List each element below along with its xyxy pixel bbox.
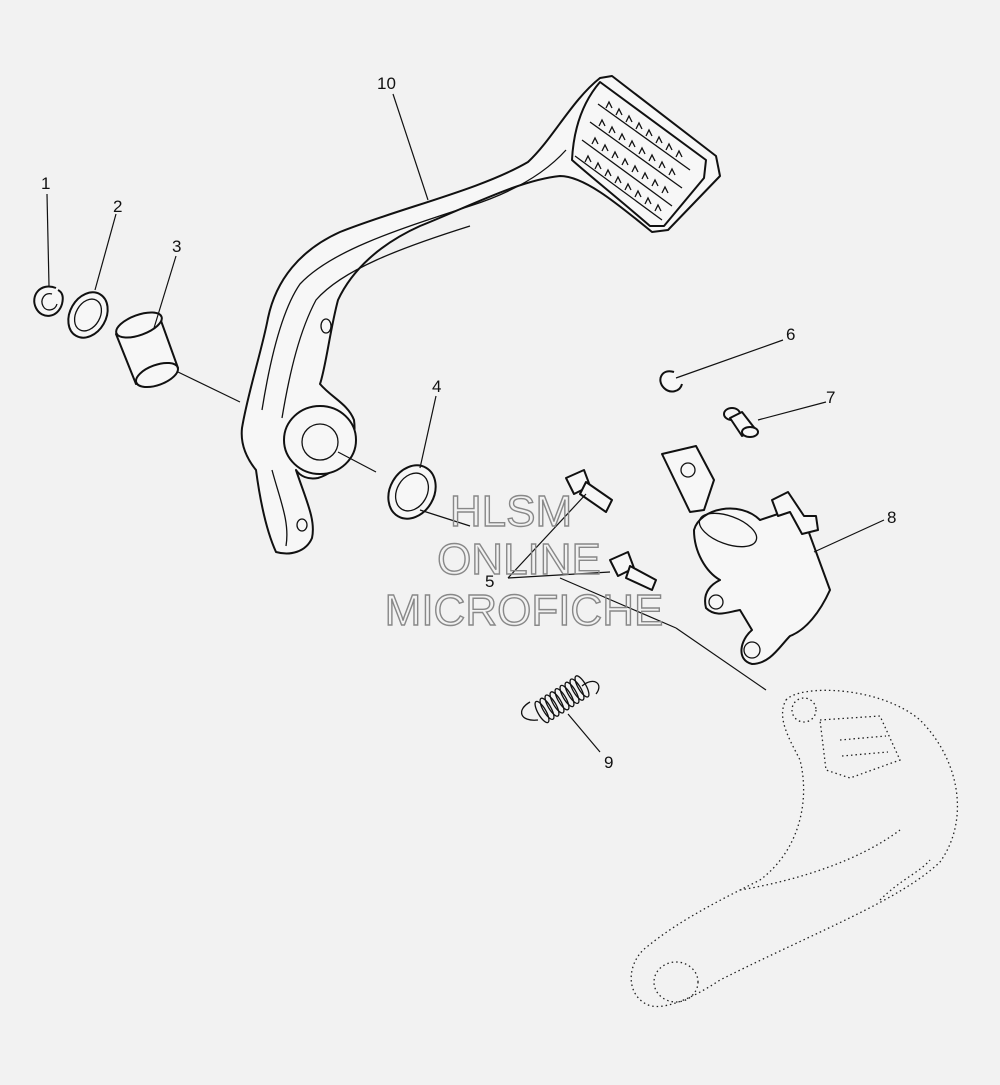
e-clip-part-6[interactable]: [659, 370, 683, 393]
pad-tooth: [598, 118, 606, 127]
callout-3: 3: [172, 237, 181, 256]
pad-tooth: [638, 146, 646, 155]
spring-coil: [569, 678, 585, 701]
pad-tooth: [608, 125, 616, 134]
pad-tooth: [658, 160, 666, 169]
pad-tooth: [668, 167, 676, 176]
pad-tooth: [665, 142, 673, 151]
washer-part-2[interactable]: [60, 285, 115, 345]
pad-tooth: [604, 168, 612, 177]
callout-7: 7: [826, 388, 835, 407]
pad-tooth: [625, 114, 633, 123]
spring-coil: [544, 694, 560, 717]
watermark: HLSM ONLINE MICROFICHE: [384, 486, 664, 635]
callout-9: 9: [604, 753, 613, 772]
pad-tooth: [628, 139, 636, 148]
pad-tooth: [651, 178, 659, 187]
bushing-part-3[interactable]: [113, 307, 181, 392]
pad-tooth: [614, 175, 622, 184]
callout-6: 6: [786, 325, 795, 344]
pad-tooth: [601, 143, 609, 152]
pad-tooth: [644, 196, 652, 205]
pad-tooth: [645, 128, 653, 137]
watermark-line-3: MICROFICHE: [385, 586, 664, 635]
clevis-pin-part-7[interactable]: [723, 407, 759, 438]
callout-5: 5: [485, 572, 494, 591]
pad-tooth: [648, 153, 656, 162]
pad-tooth: [618, 132, 626, 141]
pad-tooth: [655, 135, 663, 144]
circlip-part-1[interactable]: [33, 285, 64, 317]
pad-tooth: [594, 161, 602, 170]
pad-tooth: [661, 185, 669, 194]
washer-part-4[interactable]: [379, 457, 445, 527]
spring-coil: [549, 691, 565, 714]
watermark-line-1: HLSM: [450, 487, 572, 536]
pad-tooth: [641, 171, 649, 180]
return-spring-part-9[interactable]: [520, 674, 600, 724]
pad-tooth: [605, 100, 613, 109]
spring-coil: [564, 681, 580, 705]
spring-coil: [574, 675, 590, 698]
master-cylinder-part-8[interactable]: [661, 445, 831, 665]
callout-8: 8: [887, 508, 896, 527]
pad-tooth: [634, 189, 642, 198]
spring-coil: [559, 684, 575, 708]
leader-lines: [46, 93, 885, 753]
callout-2: 2: [113, 197, 122, 216]
pad-tooth: [591, 136, 599, 145]
pad-tooth: [584, 154, 592, 163]
watermark-line-2: ONLINE: [437, 535, 601, 584]
pad-tooth: [624, 182, 632, 191]
pad-tooth: [615, 107, 623, 116]
pad-tooth: [611, 150, 619, 159]
pad-tooth: [654, 203, 662, 212]
spring-coil: [554, 687, 570, 711]
brake-pedal-part-10[interactable]: [240, 75, 721, 555]
callout-1: 1: [41, 174, 50, 193]
pad-tooth: [621, 157, 629, 166]
reference-linkage-dotted: [630, 689, 958, 1008]
callout-10: 10: [377, 74, 396, 93]
spring-coil: [534, 700, 550, 724]
spring-coil: [539, 697, 555, 721]
pad-tooth: [631, 164, 639, 173]
callout-labels: 1 2 3 4 5 6 7 8 9 10: [41, 74, 896, 772]
bolt-part-5-lower[interactable]: [609, 551, 657, 591]
bolt-part-5-upper[interactable]: [565, 469, 613, 513]
callout-4: 4: [432, 377, 441, 396]
pad-tooth: [675, 149, 683, 158]
pad-tooth: [635, 121, 643, 130]
